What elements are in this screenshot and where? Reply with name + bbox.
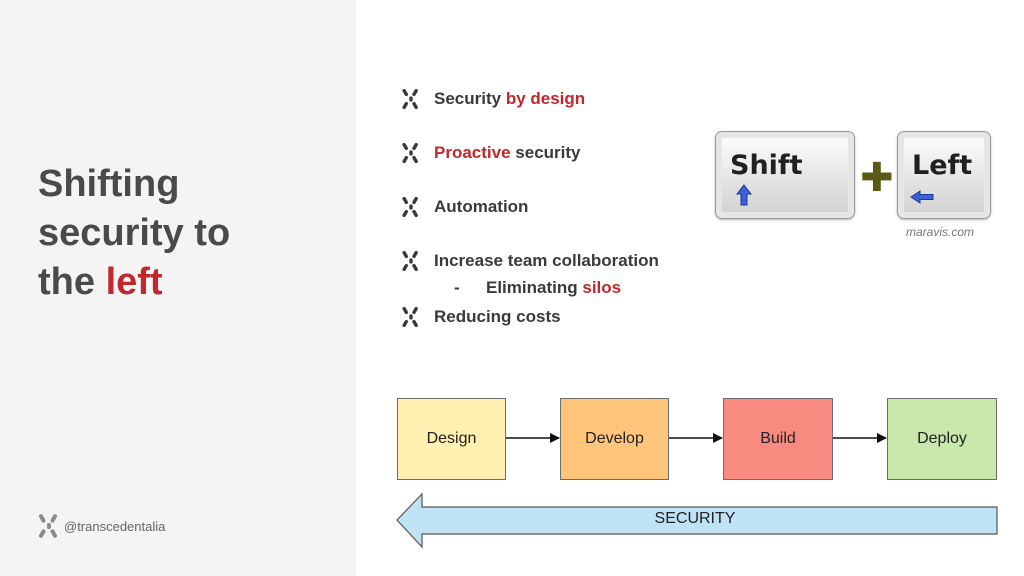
- bullet-text: Automation: [434, 197, 529, 216]
- bullet-text: Increase team collaboration: [434, 251, 659, 270]
- title-accent: left: [105, 261, 163, 303]
- sub-bullet-accent: silos: [582, 278, 622, 297]
- plus-sign: ✚: [860, 155, 894, 201]
- bullet-accent: by design: [505, 89, 586, 108]
- bullet-text: Reducing costs: [434, 307, 561, 326]
- security-arrow: [396, 492, 998, 549]
- bullet-proactive-security: Proactive security: [400, 141, 580, 165]
- bullet-burst-icon: [402, 142, 418, 164]
- stage-label: Build: [760, 430, 796, 447]
- stage-label: Deploy: [917, 430, 967, 447]
- bullet-reducing-costs: Reducing costs: [400, 305, 561, 329]
- title-line-3-prefix: the: [38, 261, 95, 303]
- sub-bullet-text: Eliminating: [486, 278, 578, 297]
- image-credit: maravis.com: [906, 225, 975, 239]
- arrow-left-icon: [910, 190, 934, 204]
- bullet-text: Proactive security: [434, 143, 580, 163]
- stage-build: Build: [723, 398, 833, 480]
- bullet-burst-icon: [402, 306, 418, 328]
- stage-label: Develop: [585, 430, 644, 447]
- burst-logo-icon: [39, 514, 57, 538]
- title-line-2: security to: [38, 212, 231, 254]
- page-title: Shifting security to the left: [38, 160, 338, 307]
- bullet-text: Security by design: [434, 89, 585, 109]
- stage-develop: Develop: [560, 398, 669, 480]
- title-line-3: the left: [38, 258, 338, 307]
- bullet-accent: Proactive: [434, 143, 511, 162]
- left-key-label: Left: [912, 150, 973, 181]
- sub-bullet-eliminating-silos: - Eliminating silos: [454, 278, 621, 298]
- stage-label: Design: [426, 430, 477, 447]
- bullet-security-by-design: Security by design: [400, 87, 585, 111]
- sub-bullet-dash: -: [454, 278, 460, 297]
- shift-key-label: Shift: [730, 150, 803, 181]
- arrow-up-icon: [736, 184, 752, 206]
- bullet-automation: Automation: [400, 195, 528, 219]
- left-key-image: Left: [897, 131, 991, 219]
- stage-deploy: Deploy: [887, 398, 997, 480]
- bullet-burst-icon: [402, 196, 418, 218]
- title-line-1: Shifting: [38, 163, 180, 205]
- left-panel: [0, 0, 356, 576]
- handle-text: @transcedentalia: [64, 518, 166, 534]
- shift-key-image: Shift: [715, 131, 855, 219]
- stage-design: Design: [397, 398, 506, 480]
- bullet-burst-icon: [402, 88, 418, 110]
- security-label: SECURITY: [654, 510, 736, 527]
- author-handle: @transcedentalia: [38, 512, 165, 540]
- bullet-text-part: security: [515, 143, 581, 162]
- bullet-text-part: Security: [434, 89, 502, 108]
- bullet-team-collaboration: Increase team collaboration: [400, 249, 659, 273]
- bullet-burst-icon: [402, 250, 418, 272]
